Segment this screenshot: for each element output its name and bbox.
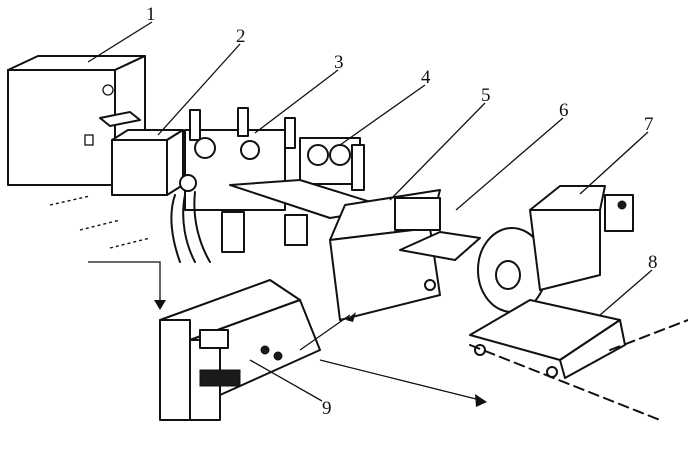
control-console (159, 279, 321, 421)
trolley-base (469, 299, 626, 379)
callout-9: 9 (322, 398, 332, 419)
coiler-drive (477, 185, 634, 313)
callout-4: 4 (421, 67, 431, 88)
callout-6: 6 (559, 100, 569, 121)
callout-5: 5 (481, 85, 491, 106)
callout-2: 2 (236, 26, 246, 47)
edger-assembly (299, 137, 365, 191)
callout-1: 1 (146, 4, 156, 25)
callout-8: 8 (648, 252, 658, 273)
callout-3: 3 (334, 52, 344, 73)
control-signal-lines (49, 195, 487, 407)
rail-track (469, 319, 688, 421)
feed-box (99, 111, 184, 196)
callout-7: 7 (644, 114, 654, 135)
strip-to-coiler (399, 231, 481, 261)
leader-lines (87, 21, 653, 402)
